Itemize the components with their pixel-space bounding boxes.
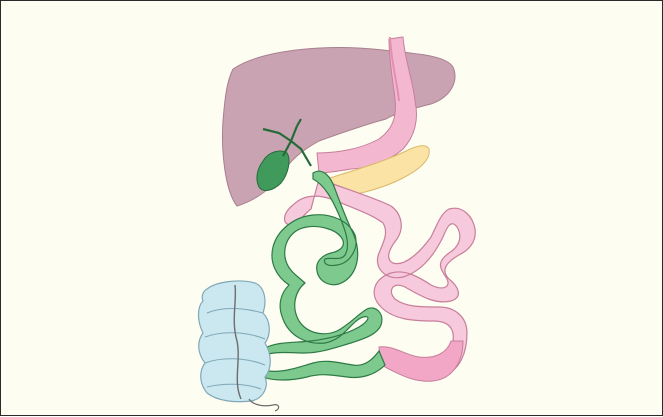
small-intestine-terminal-pink — [379, 341, 463, 381]
colon — [199, 281, 271, 402]
